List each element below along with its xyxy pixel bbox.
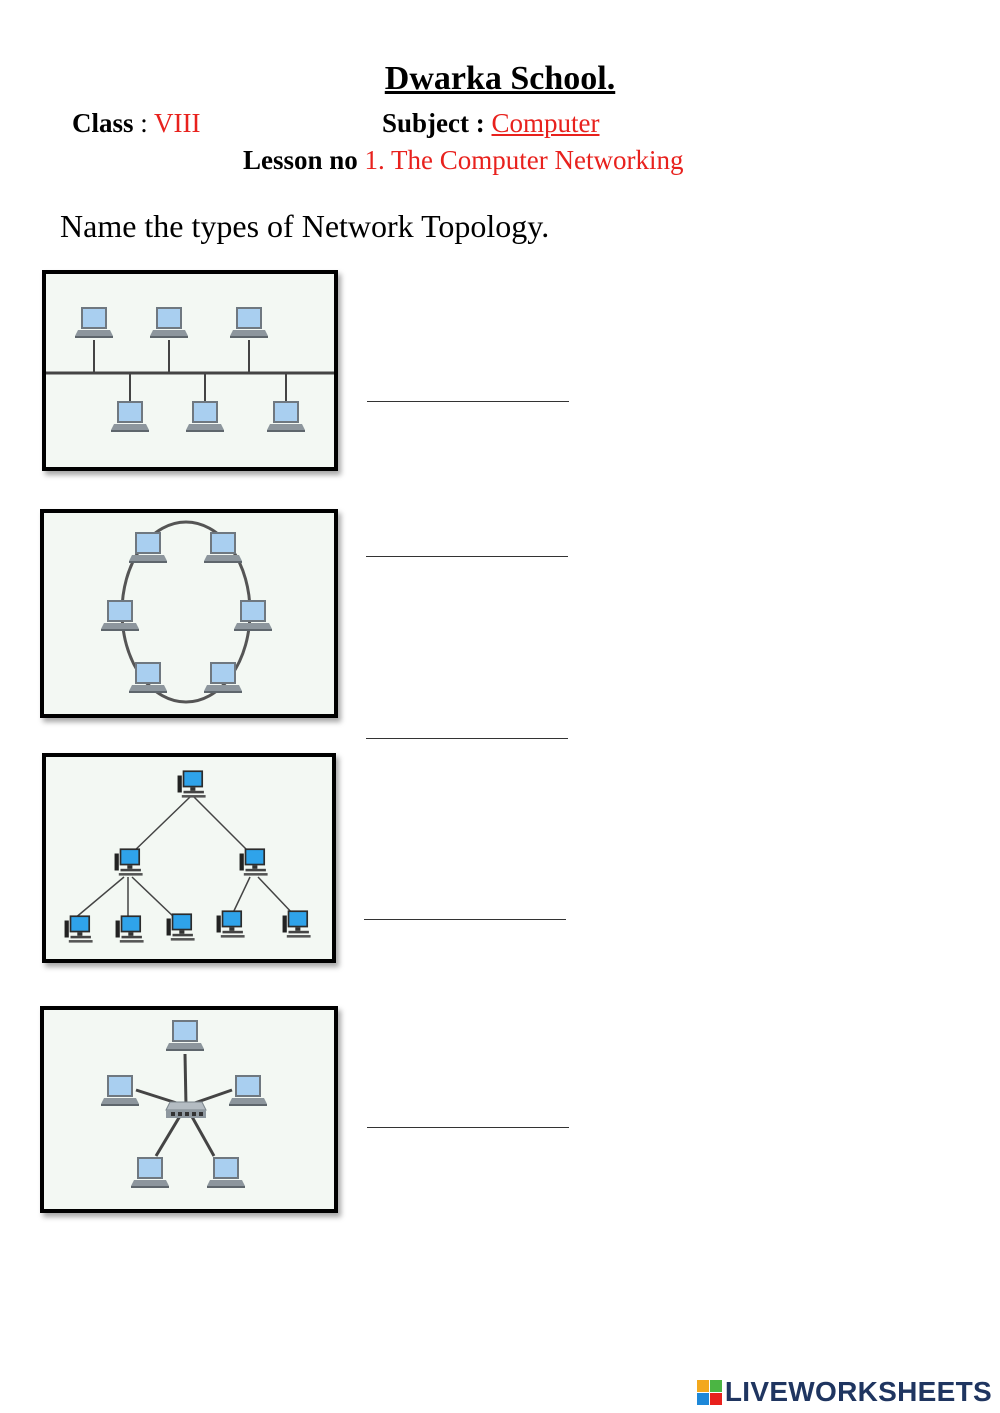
- lesson-value: 1. The Computer Networking: [364, 145, 684, 175]
- class-separator: :: [140, 108, 148, 138]
- answer-blank-2[interactable]: [366, 556, 568, 557]
- brand-text: LIVEWORKSHEETS: [724, 1376, 992, 1407]
- bus-topology-diagram: [42, 270, 338, 471]
- class-info: Class : VIII: [72, 108, 201, 139]
- ring-topology-diagram: [40, 509, 338, 718]
- star-topology-diagram: [40, 1006, 338, 1213]
- class-label: Class: [72, 108, 134, 138]
- lesson-info: Lesson no 1. The Computer Networking: [243, 145, 684, 176]
- lesson-label: Lesson no: [243, 145, 358, 175]
- hub-icon: [165, 1101, 207, 1118]
- school-title: Dwarka School.: [384, 60, 616, 97]
- answer-blank-4[interactable]: [364, 919, 566, 920]
- class-value: VIII: [154, 108, 201, 138]
- answer-blank-3[interactable]: [366, 738, 568, 739]
- subject-value: Computer: [491, 108, 600, 138]
- liveworksheets-logo: LIVEWORKSHEETS: [696, 1376, 992, 1408]
- subject-info: Subject : Computer: [382, 108, 600, 139]
- liveworksheets-logo-icon: [696, 1379, 722, 1405]
- answer-blank-5[interactable]: [367, 1127, 569, 1128]
- tree-topology-diagram: [42, 753, 336, 963]
- question-text: Name the types of Network Topology.: [60, 208, 550, 244]
- subject-label: Subject :: [382, 108, 485, 138]
- answer-blank-1[interactable]: [367, 401, 569, 402]
